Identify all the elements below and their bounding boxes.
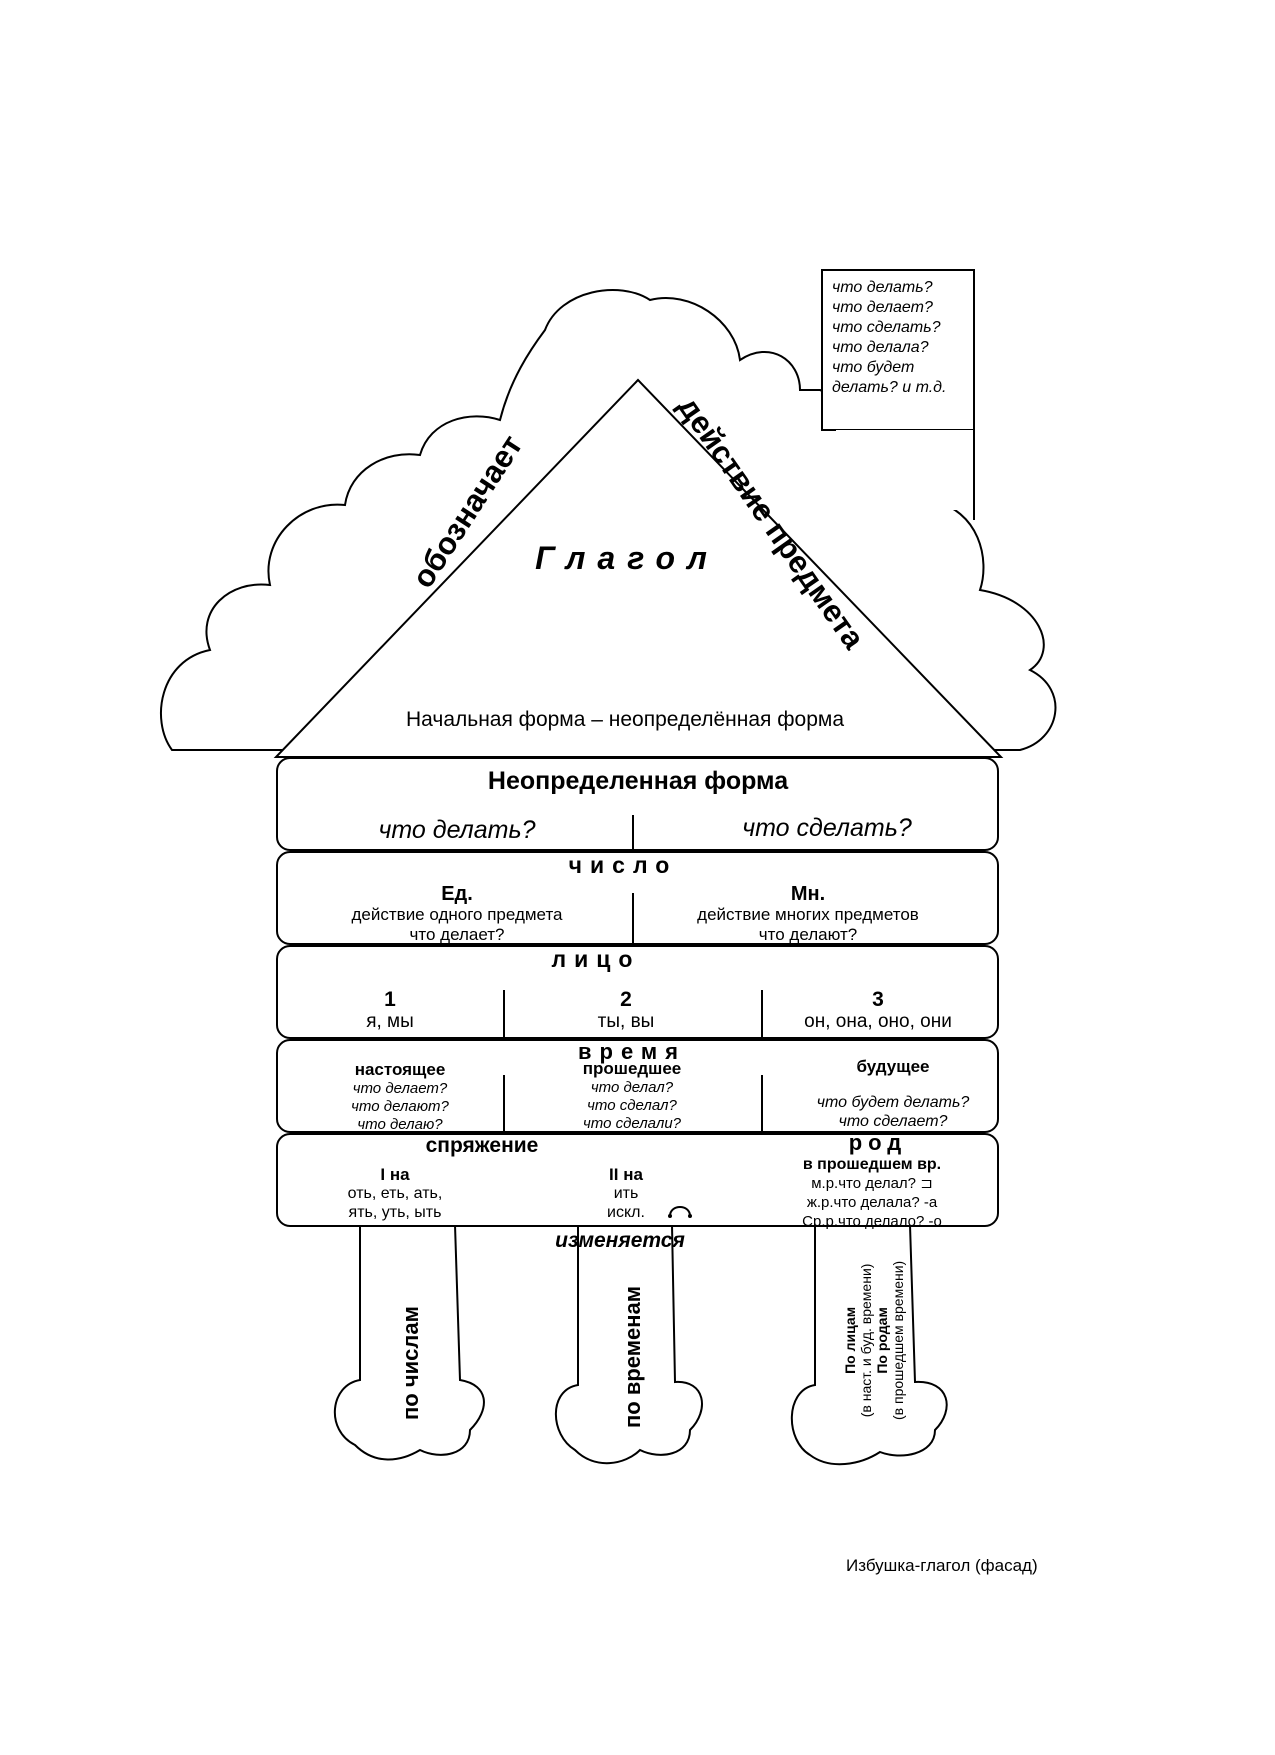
person-3-num: 3 [872, 988, 884, 1011]
conjugation-second: II на ить искл. [607, 1165, 645, 1222]
leg-middle-text: по временам [620, 1285, 645, 1428]
infinitive-right: что сделать? [742, 814, 912, 842]
person-3-pron: он, она, оно, они [804, 1011, 952, 1032]
person-row [276, 945, 999, 1039]
person-1-num: 1 [384, 988, 396, 1011]
leg-right-line: По лицам [842, 1306, 858, 1374]
leg-middle [555, 1224, 703, 1465]
conjugation-first: I на оть, еть, ать, ять, уть, ыть [348, 1165, 443, 1222]
infinitive-title: Неопределенная форма [487, 767, 789, 795]
present-q: что делают? [351, 1098, 449, 1115]
first-ending: оть, еть, ать, [347, 1185, 443, 1202]
arc-icon [668, 1206, 692, 1218]
leg-right-line: (в наст. и буд. времени) [858, 1263, 874, 1418]
gender-line: Ср.р.что делало? -о [802, 1213, 942, 1230]
plural-head: Мн. [790, 883, 826, 905]
leg-left [333, 1224, 485, 1461]
leg-left-text: по числам [398, 1306, 423, 1420]
tense-past: прошедшее что делал? что сделал? что сде… [583, 1059, 682, 1133]
infinitive-row [276, 757, 999, 851]
roof-title: Глагол [535, 540, 719, 576]
gender-head: в прошедшем вр. [802, 1156, 942, 1173]
person-1: 1 я, мы [366, 988, 414, 1032]
future-q: что сделает? [838, 1113, 948, 1130]
singular-head: Ед. [441, 883, 473, 905]
chimney-line: что делает? [832, 299, 933, 316]
person-2: 2 ты, вы [598, 988, 655, 1032]
chimney [821, 269, 975, 431]
tense-future: будущее что будет делать? что сделает? [817, 1057, 970, 1131]
chimney-line: что делать? [832, 279, 933, 296]
gender-title: род [848, 1130, 908, 1155]
person-2-num: 2 [620, 988, 632, 1011]
tense-row [276, 1039, 999, 1133]
gender-line: м.р.что делал? ⊐ [811, 1175, 933, 1192]
leg-right-line: По родам [874, 1307, 890, 1374]
plural-desc: действие многих предметов [697, 905, 919, 924]
second-ending: ить [613, 1185, 639, 1202]
past-head: прошедшее [582, 1059, 682, 1078]
conjugation-title: спряжение [425, 1134, 539, 1157]
caption: Избушка-глагол (фасад) [846, 1556, 1038, 1575]
singular-question: что делает? [409, 925, 505, 944]
chimney-line: что сделать? [832, 319, 941, 336]
first-ending: ять, уть, ыть [348, 1204, 442, 1221]
plural-question: что делают? [758, 925, 858, 944]
past-q: что делал? [590, 1079, 674, 1096]
number-singular: Ед. действие одного предмета что делает? [352, 883, 563, 945]
gender-box: в прошедшем вр. м.р.что делал? ⊐ ж.р.что… [802, 1155, 942, 1231]
leg-right-text: По лицам (в наст. и буд. времени) По род… [842, 1261, 906, 1420]
conjugation-row [276, 1133, 999, 1227]
legs [333, 1224, 948, 1466]
second-ending: искл. [607, 1204, 645, 1221]
present-head: настоящее [354, 1060, 446, 1079]
tense-present: настоящее что делает? что делают? что де… [351, 1060, 449, 1134]
chimney-line: делать? и т.д. [832, 379, 947, 396]
infinitive-left: что делать? [378, 816, 536, 844]
person-1-pron: я, мы [366, 1011, 414, 1032]
chimney-line: что будет [832, 359, 915, 376]
future-head: будущее [856, 1057, 930, 1076]
number-plural: Мн. действие многих предметов что делают… [697, 883, 919, 945]
chimney-questions: что делать? что делает? что сделать? что… [832, 278, 946, 398]
person-3: 3 он, она, оно, они [804, 988, 952, 1032]
past-q: что сделал? [587, 1097, 677, 1114]
person-2-pron: ты, вы [597, 1011, 655, 1032]
tense-title: время [577, 1039, 687, 1064]
chimney-line: что делала? [832, 339, 929, 356]
present-q: что делаю? [357, 1116, 443, 1133]
person-title: лицо [551, 946, 641, 972]
first-head: I на [380, 1165, 410, 1184]
present-q: что делает? [352, 1080, 448, 1097]
roof-base-text: Начальная форма – неопределённая форма [405, 708, 845, 731]
leg-right [790, 1224, 948, 1466]
past-q: что сделали? [582, 1115, 681, 1132]
leg-right-line: (в прошедшем времени) [890, 1260, 906, 1420]
number-title: число [568, 852, 678, 878]
second-head: II на [609, 1165, 643, 1184]
gender-line: ж.р.что делала? -а [806, 1194, 938, 1211]
changes-label: изменяется [555, 1229, 685, 1252]
singular-desc: действие одного предмета [351, 905, 563, 924]
future-q: что будет делать? [816, 1094, 970, 1111]
number-row [276, 851, 999, 945]
